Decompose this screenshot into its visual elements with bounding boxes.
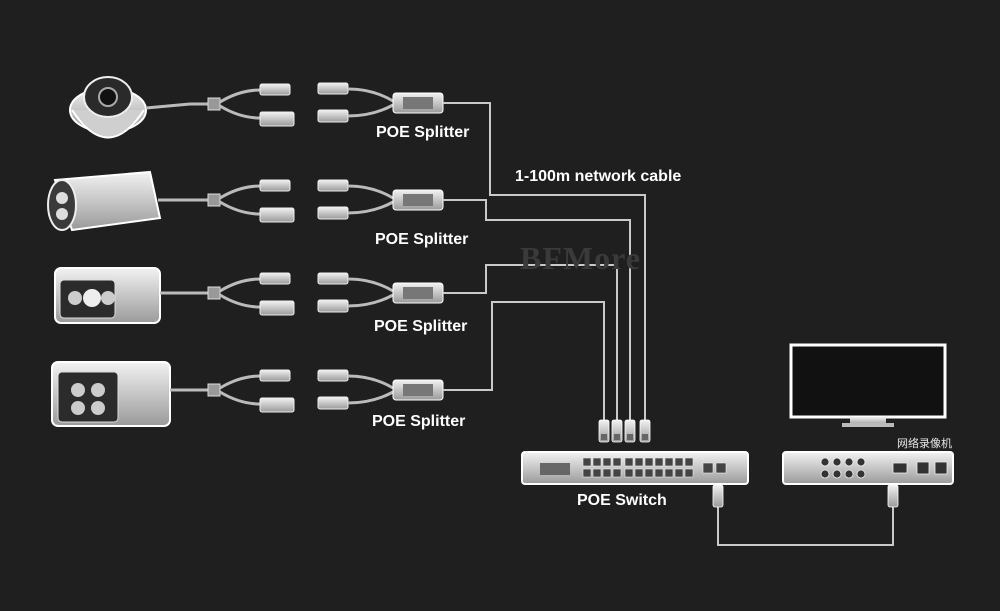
poe-splitter-icon — [316, 271, 445, 314]
nvr-label: 网络录像机 — [897, 437, 952, 450]
camera-pigtail-row-2 — [188, 178, 296, 224]
splitter-label-1: POE Splitter — [376, 124, 470, 141]
bullet-camera-icon — [47, 170, 190, 232]
bullet-camera-icon — [54, 267, 190, 324]
camera-pigtail-row-1 — [188, 82, 296, 128]
splitter-label-4: POE Splitter — [372, 413, 466, 430]
camera-pigtail-row-3 — [188, 271, 296, 317]
monitor-icon — [789, 343, 947, 427]
watermark: BFMore — [520, 240, 641, 276]
camera-pigtail-row-4 — [188, 368, 296, 414]
splitter-label-2: POE Splitter — [375, 231, 469, 248]
poe-splitter-icon — [316, 81, 445, 124]
poe-splitter-icon — [316, 178, 445, 221]
network-cable-label: 1-100m network cable — [515, 168, 682, 185]
nvr-icon — [782, 451, 954, 485]
poe-switch-icon — [521, 451, 749, 485]
dome-camera-icon — [69, 76, 191, 139]
rj45-plug-icon — [712, 484, 899, 508]
poe-splitter-icon — [316, 368, 445, 411]
splitter-label-3: POE Splitter — [374, 318, 468, 335]
network-cables — [443, 102, 894, 546]
bullet-camera-icon — [51, 361, 190, 427]
poe-switch-label: POE Switch — [577, 492, 667, 509]
rj45-plug-icon — [598, 419, 651, 443]
